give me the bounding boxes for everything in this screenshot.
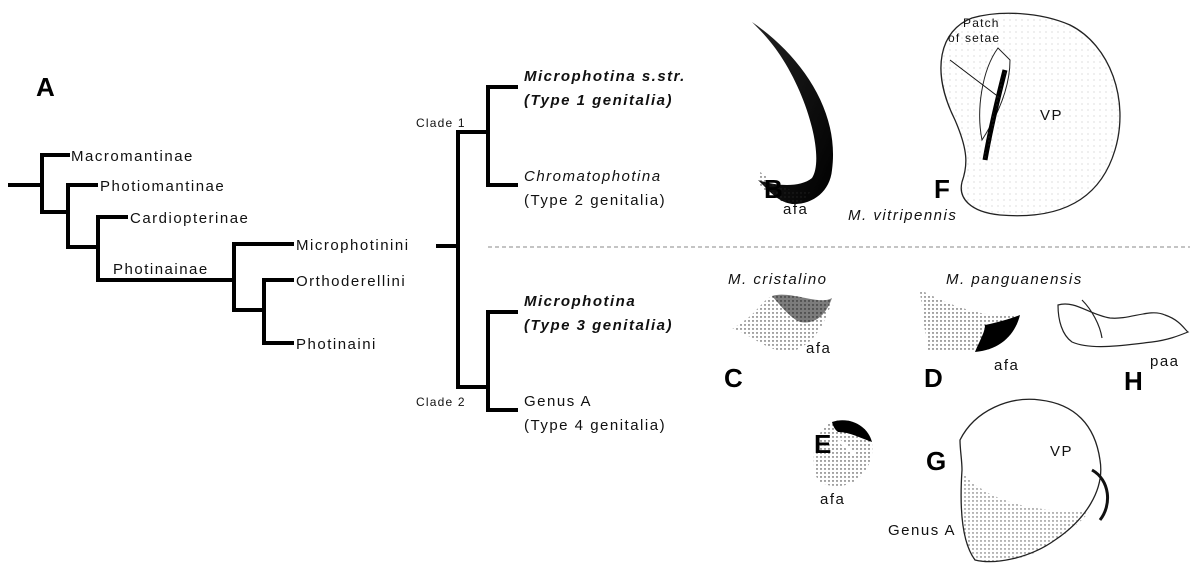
label-photinaini: Photinaini — [296, 336, 377, 353]
label-afa-b: afa — [783, 201, 808, 218]
panel-letter-g: G — [926, 446, 946, 476]
label-clade-2: Clade 2 — [416, 395, 466, 409]
taxon-type4-genitalia: (Type 4 genitalia) — [524, 417, 666, 434]
panel-letter-a: A — [36, 72, 55, 102]
panel-letter-b: B — [764, 174, 783, 204]
label-microphotinini: Microphotinini — [296, 237, 410, 254]
label-vp-f: VP — [1040, 107, 1063, 124]
illustration-g-vp-plate — [960, 399, 1108, 561]
label-afa-d: afa — [994, 357, 1019, 374]
label-macromantinae: Macromantinae — [71, 148, 194, 165]
label-orthoderellini: Orthoderellini — [296, 273, 406, 290]
label-cardiopterinae: Cardiopterinae — [130, 210, 249, 227]
label-vp-g: VP — [1050, 443, 1073, 460]
taxon-type3-genitalia: (Type 3 genitalia) — [524, 317, 673, 334]
taxon-microphotina-sstr: Microphotina s.str. — [524, 68, 686, 85]
panel-letter-c: C — [724, 363, 743, 393]
label-paa-h: paa — [1150, 353, 1180, 370]
label-afa-e: afa — [820, 491, 845, 508]
taxon-chromatophotina: Chromatophotina — [524, 168, 662, 185]
illustration-d — [920, 290, 1020, 352]
taxon-type1-genitalia: (Type 1 genitalia) — [524, 92, 673, 109]
label-of-setae: of setae — [948, 31, 1000, 45]
panel-letter-h: H — [1124, 366, 1143, 396]
taxon-type2-genitalia: (Type 2 genitalia) — [524, 192, 666, 209]
label-genus-a-g: Genus A — [888, 522, 956, 539]
label-m-vitripennis: M. vitripennis — [848, 207, 957, 224]
label-m-cristalino: M. cristalino — [728, 271, 828, 288]
label-m-panguanensis: M. panguanensis — [946, 271, 1083, 288]
panel-letter-f: F — [934, 174, 950, 204]
phylogenetic-tree — [10, 87, 516, 410]
panel-letter-d: D — [924, 363, 943, 393]
taxon-genus-a: Genus A — [524, 393, 592, 410]
label-clade-1: Clade 1 — [416, 116, 466, 130]
label-photinainae: Photinainae — [113, 261, 209, 278]
panel-letter-e: E — [814, 429, 831, 459]
illustration-h — [1058, 300, 1188, 347]
label-photiomantinae: Photiomantinae — [100, 178, 225, 195]
taxon-microphotina: Microphotina — [524, 293, 636, 310]
label-afa-c: afa — [806, 340, 831, 357]
label-patch: Patch — [963, 16, 1000, 30]
